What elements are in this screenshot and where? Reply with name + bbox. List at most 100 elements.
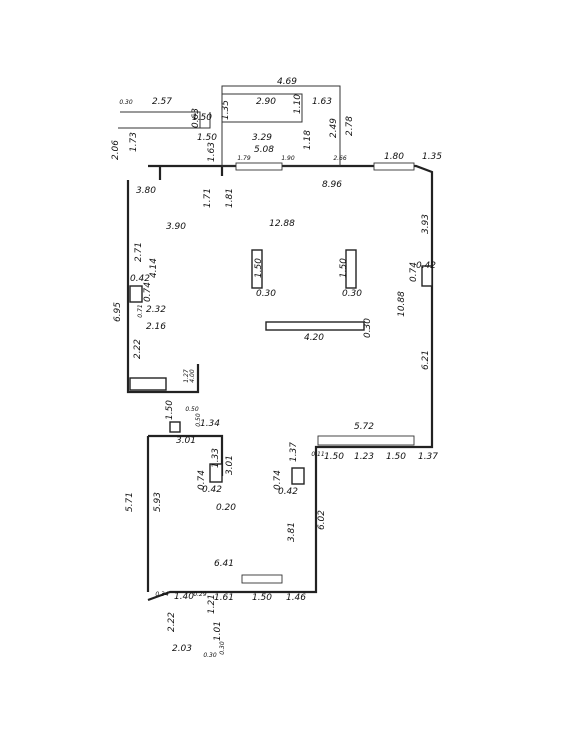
dimension-label: 1.35 bbox=[422, 152, 442, 162]
dimension-label: 0.74 bbox=[409, 262, 419, 282]
dimension-label: 1.50 bbox=[192, 113, 212, 123]
dimension-label: 2.57 bbox=[152, 97, 172, 107]
dimension-label: 5.93 bbox=[153, 492, 163, 512]
main-hall-walls bbox=[147, 164, 434, 602]
beam bbox=[265, 321, 365, 331]
dimension-label: 6.95 bbox=[113, 302, 123, 322]
dimension-label: 1.10 bbox=[293, 94, 303, 114]
dimension-label: 0.34 bbox=[155, 591, 169, 598]
dimension-label: 1.37 bbox=[289, 442, 299, 462]
upper-left-ledge bbox=[118, 111, 211, 129]
dimension-label: 2.16 bbox=[146, 322, 166, 332]
small-block bbox=[169, 421, 181, 433]
dimension-label: 0.30 bbox=[219, 641, 226, 655]
dimension-label: 1.81 bbox=[225, 188, 235, 208]
dimension-label: 3.01 bbox=[225, 455, 235, 475]
column-1 bbox=[251, 249, 263, 289]
dimension-label: 1.79 bbox=[237, 155, 251, 162]
dimension-label: 1.18 bbox=[303, 130, 313, 150]
column-right bbox=[421, 265, 433, 287]
column-2 bbox=[345, 249, 357, 289]
dimension-label: 1.21 bbox=[207, 594, 217, 614]
dimension-label: 10.88 bbox=[397, 291, 407, 317]
dimension-label: 2.06 bbox=[111, 140, 121, 160]
dimension-label: 1.50 bbox=[324, 452, 344, 462]
dimension-label: 1.50 bbox=[197, 133, 217, 143]
column-lower-right bbox=[291, 467, 305, 485]
upper-inner-room bbox=[221, 93, 303, 123]
dimension-label: 0.30 bbox=[342, 289, 362, 299]
dimension-label: 4.69 bbox=[277, 77, 297, 87]
dimension-label: 4.20 bbox=[304, 333, 324, 343]
dimension-label: 1.40 bbox=[174, 592, 194, 602]
dimension-label: 0.71 bbox=[137, 304, 144, 317]
dimension-label: 1.27 bbox=[183, 369, 190, 383]
dimension-label: 1.73 bbox=[129, 132, 139, 152]
dimension-label: 2.03 bbox=[172, 644, 192, 654]
dimension-label: 1.50 bbox=[252, 593, 272, 603]
dimension-label: 1.61 bbox=[214, 593, 234, 603]
dimension-label: 2.32 bbox=[146, 305, 166, 315]
dimension-label: 4.00 bbox=[189, 369, 196, 383]
dimension-label: 3.93 bbox=[421, 214, 431, 234]
dimension-label: 0.42 bbox=[416, 261, 436, 271]
dimension-label: 6.02 bbox=[317, 510, 327, 530]
dimension-label: 1.34 bbox=[200, 419, 220, 429]
column-left bbox=[129, 285, 143, 303]
window-top-1 bbox=[235, 162, 283, 171]
dimension-label: 8.96 bbox=[322, 180, 342, 190]
dimension-label: 0.63 bbox=[191, 108, 201, 128]
dimension-label: 1.46 bbox=[286, 593, 306, 603]
dimension-label: 0.74 bbox=[197, 470, 207, 490]
dimension-label: 1.50 bbox=[339, 258, 349, 278]
window-right-bottom bbox=[317, 435, 415, 446]
dimension-label: 1.63 bbox=[207, 142, 217, 162]
dimension-label: 0.42 bbox=[278, 487, 298, 497]
dimension-label: 6.21 bbox=[421, 350, 431, 370]
dimension-label: 2.78 bbox=[345, 116, 355, 136]
dimension-label: 2.71 bbox=[134, 242, 144, 262]
dimension-label: 3.81 bbox=[287, 522, 297, 542]
dimension-label: 0.20 bbox=[216, 503, 236, 513]
dimension-label: 1.63 bbox=[312, 97, 332, 107]
dimension-label: 0.30 bbox=[256, 289, 276, 299]
dimension-label: 1.01 bbox=[213, 621, 223, 641]
stair-block bbox=[129, 377, 167, 391]
dimension-label: 0.11 bbox=[311, 451, 324, 458]
dimension-label: 0.30 bbox=[363, 318, 373, 338]
lower-room-walls bbox=[146, 434, 224, 592]
dimension-label: 0.30 bbox=[119, 99, 133, 106]
left-upper-wall bbox=[126, 180, 200, 394]
inner-partition bbox=[158, 166, 224, 180]
dimension-label: 12.88 bbox=[269, 219, 295, 229]
dimension-label: 0.29 bbox=[193, 591, 207, 598]
dimension-label: 0.74 bbox=[273, 470, 283, 490]
dimension-label: 5.08 bbox=[254, 145, 274, 155]
dimension-label: 0.50 bbox=[185, 406, 199, 413]
dimension-label: 1.50 bbox=[386, 452, 406, 462]
dimension-label: 3.01 bbox=[176, 436, 196, 446]
dimension-label: 1.80 bbox=[384, 152, 404, 162]
dimension-label: 2.49 bbox=[329, 118, 339, 138]
dimension-label: 0.42 bbox=[130, 274, 150, 284]
dimension-label: 0.50 bbox=[195, 413, 202, 427]
dimension-label: 5.71 bbox=[125, 492, 135, 512]
dimension-label: 0.42 bbox=[202, 485, 222, 495]
dimension-label: 1.71 bbox=[203, 188, 213, 208]
dimension-label: 1.37 bbox=[418, 452, 438, 462]
dimension-label: 1.33 bbox=[211, 448, 221, 468]
dimension-label: 0.74 bbox=[143, 282, 153, 302]
column-lower-left bbox=[209, 463, 223, 483]
dimension-label: 2.90 bbox=[256, 97, 276, 107]
dimension-label: 3.80 bbox=[136, 186, 156, 196]
dimension-labels: 4.69 0.30 2.57 1.35 0.63 2.90 1.63 1.10 1.50 2.49… bbox=[111, 77, 442, 659]
dimension-label: 6.41 bbox=[214, 559, 234, 569]
dimension-label: 4.14 bbox=[149, 258, 159, 278]
dimension-label: 1.23 bbox=[354, 452, 374, 462]
dimension-label: 2.66 bbox=[333, 155, 347, 162]
dimension-label: 0.30 bbox=[203, 652, 217, 659]
dimension-label: 1.50 bbox=[254, 258, 264, 278]
dimension-label: 2.22 bbox=[167, 612, 177, 632]
window-lower bbox=[241, 574, 283, 584]
dimension-label: 3.90 bbox=[166, 222, 186, 232]
